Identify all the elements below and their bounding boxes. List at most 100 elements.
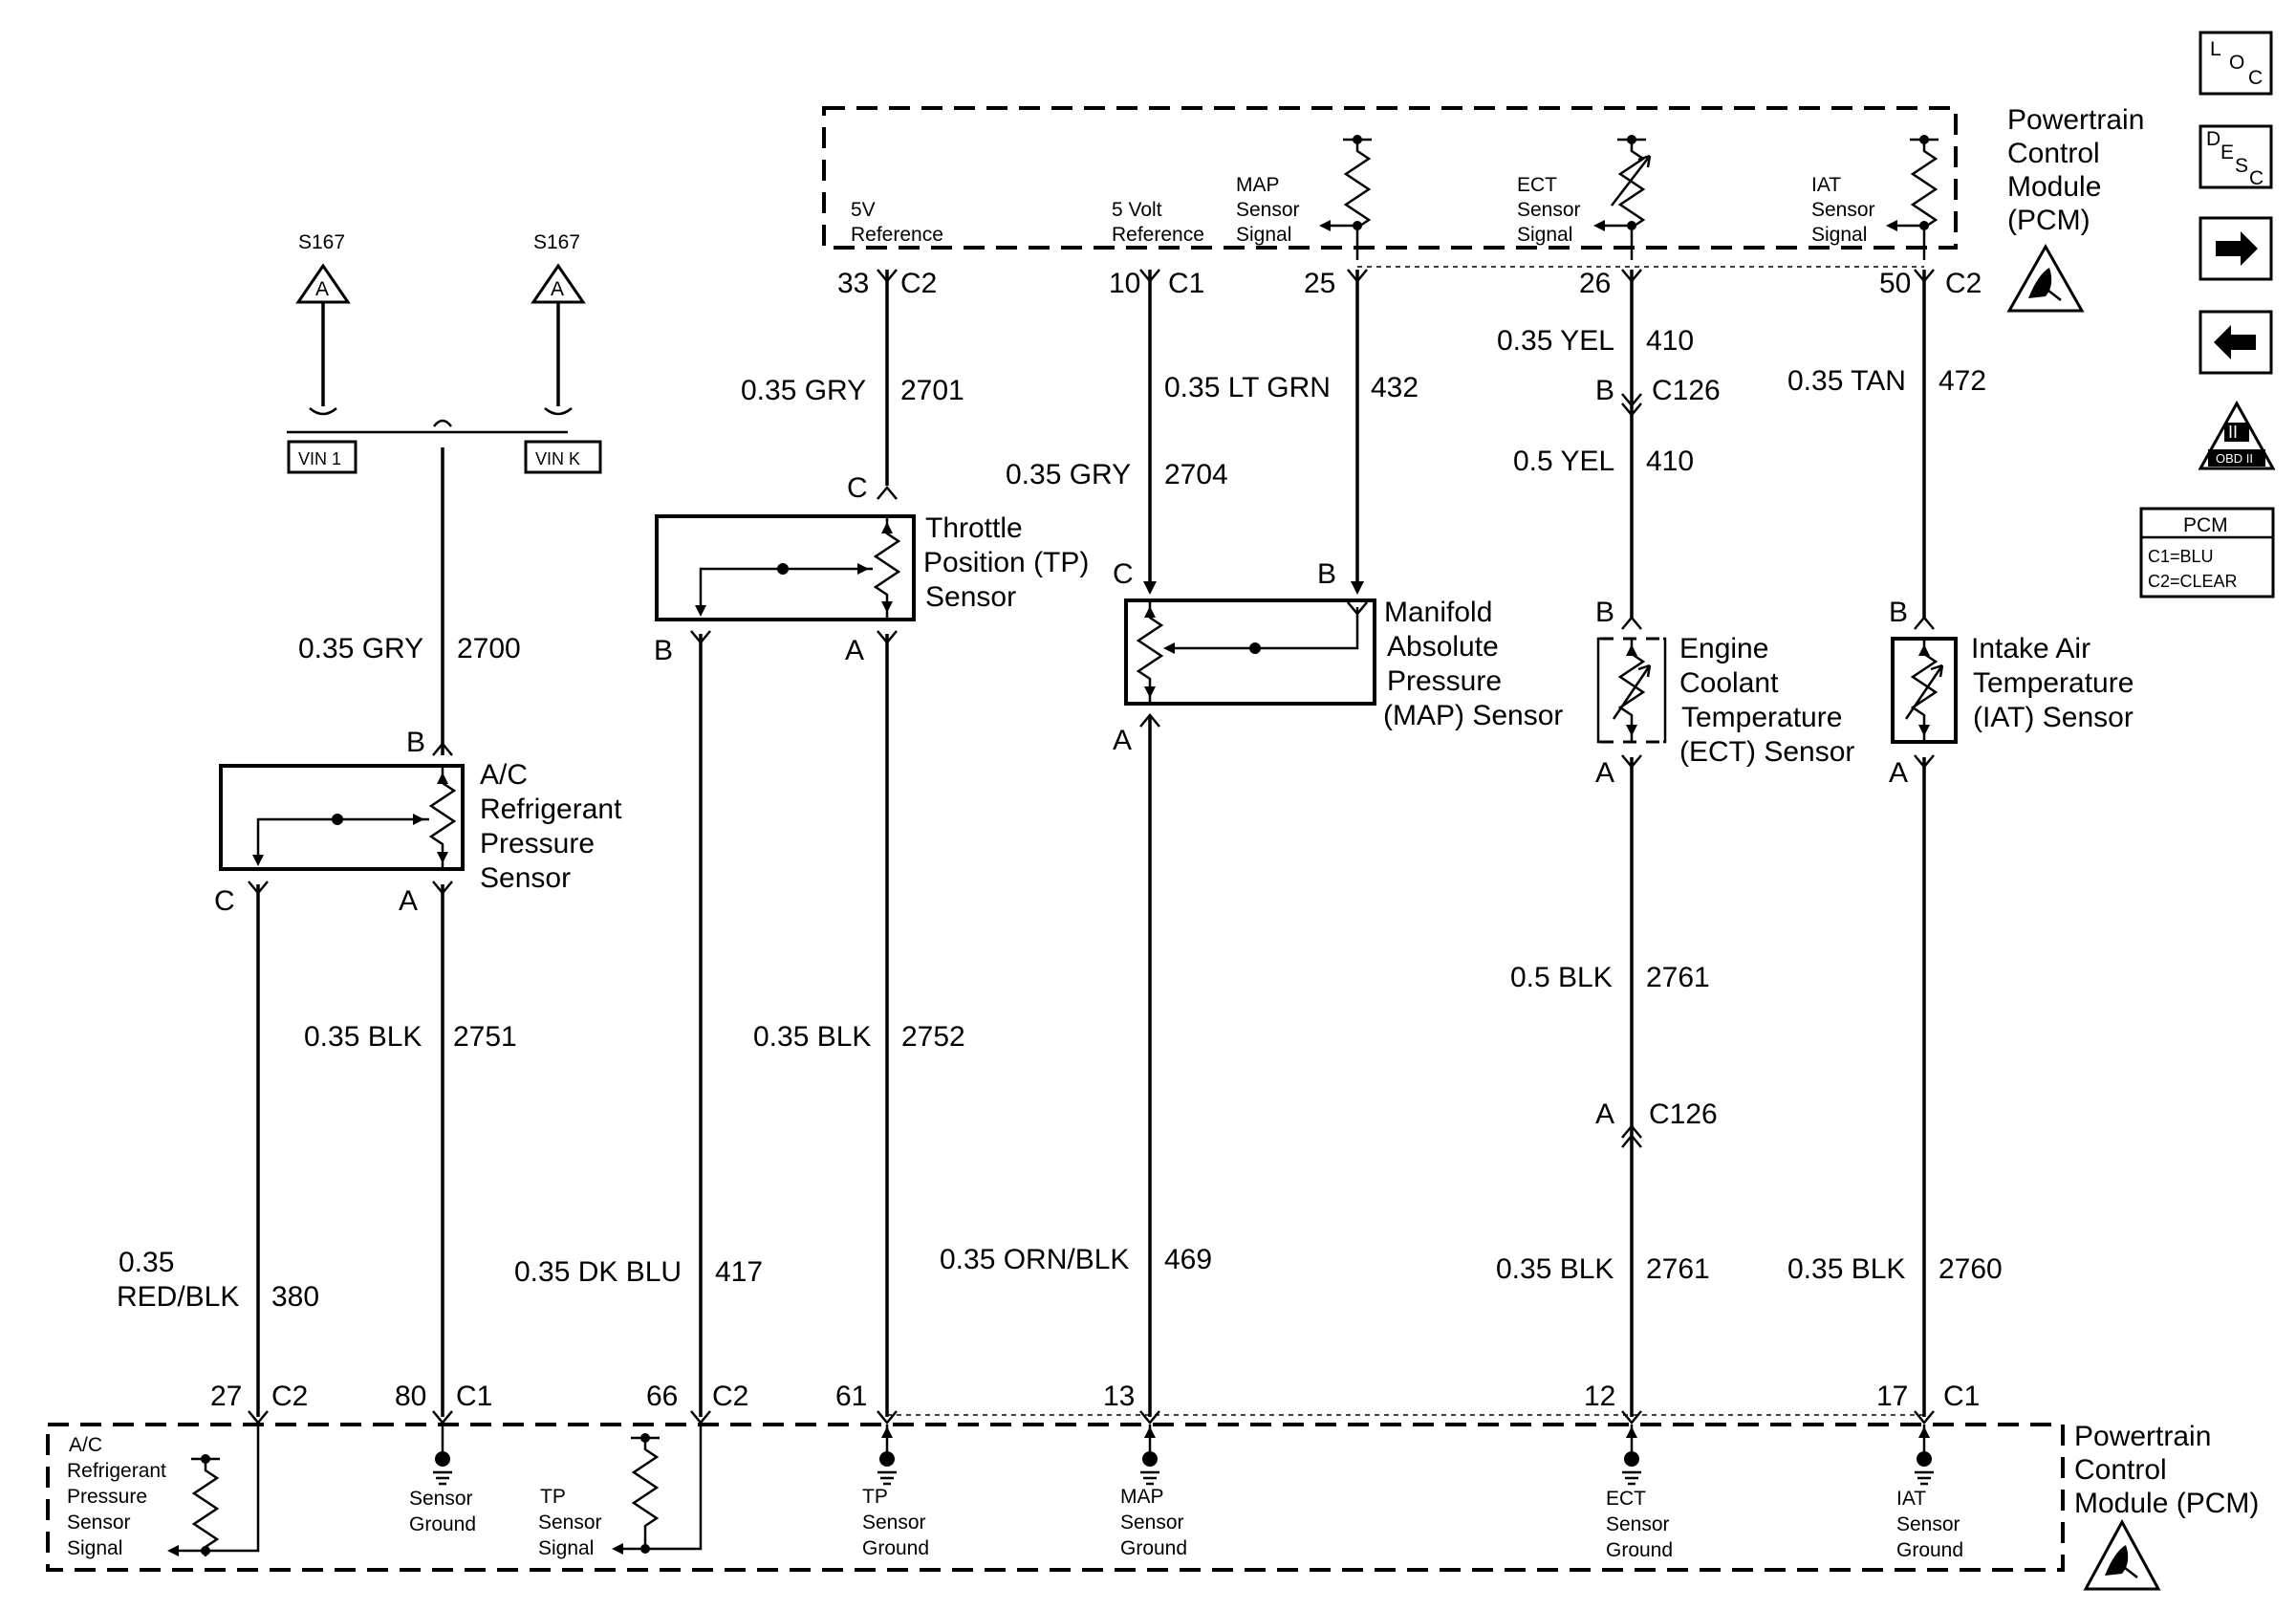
ac-sensor-name: A/C Refrigerant Pressure Sensor [480, 759, 630, 894]
wire-2761a-circuit: 2761 [1646, 962, 1710, 993]
wire-2704-circuit: 2704 [1164, 459, 1228, 490]
c126-bot-pin: A [1595, 1099, 1614, 1130]
description-icon[interactable]: D E S C [2199, 124, 2273, 189]
svg-text:L: L [2210, 38, 2221, 60]
iat-sensor [1891, 637, 1958, 744]
pcm-iat-pullup-resistor [1886, 135, 1939, 260]
pcm-top-pin-label-50: IAT Sensor Signal [1811, 174, 1880, 246]
pcm-bot-pin-label-66: TP Sensor Signal [538, 1486, 607, 1559]
wire-410a-circuit: 410 [1646, 325, 1694, 357]
wire-2751-gauge: 0.35 BLK [304, 1021, 422, 1053]
svg-text:C1=BLU: C1=BLU [2148, 547, 2214, 566]
wire-417-circuit: 417 [715, 1256, 763, 1288]
wire-2700-circuit: 2700 [457, 633, 521, 664]
wire-2760-circuit: 2760 [1939, 1253, 2003, 1285]
pcm-bottom-title: Powertrain Control Module (PCM) [2074, 1421, 2259, 1519]
vink-tag [524, 440, 602, 474]
tp-pin-a: A [845, 635, 864, 666]
esd-warning-icon [2006, 243, 2085, 313]
pcm-map-ground-13 [1140, 1425, 1159, 1486]
wire-432-circuit: 432 [1371, 372, 1419, 403]
esd-warning-icon [2083, 1518, 2161, 1591]
pcm-top-pin-label-25: MAP Sensor Signal [1236, 174, 1305, 246]
pcm-bot-pin-label-61: TP Sensor Ground [862, 1486, 931, 1559]
previous-page-arrow-icon[interactable] [2199, 310, 2273, 375]
splice-left-letter: A [315, 278, 329, 300]
c126-top-connector [1621, 393, 1642, 417]
pcm-bot-pin-label-13: MAP Sensor Ground [1120, 1486, 1189, 1559]
pcm-bot-pin-number-80: 80 [395, 1381, 426, 1412]
svg-text:D: D [2206, 128, 2220, 150]
wire-2761a-gauge: 0.5 BLK [1510, 962, 1613, 993]
splice-left-name: S167 [298, 231, 345, 253]
pcm-map-pullup-resistor [1319, 135, 1372, 260]
iat-pin-a: A [1889, 757, 1908, 789]
wire-2760-gauge: 0.35 BLK [1787, 1253, 1905, 1285]
legend: L O C D E S C II OBD II PC [2139, 31, 2276, 598]
pcm-bot-pin-conn-66: C2 [712, 1381, 748, 1412]
next-page-arrow-icon[interactable] [2199, 216, 2273, 281]
c126-top-name: C126 [1652, 375, 1721, 406]
throttle-position-sensor [655, 514, 916, 621]
svg-text:C: C [2249, 167, 2264, 189]
splice-right-letter: A [551, 278, 564, 300]
pcm-bot-pin-conn-27: C2 [271, 1381, 308, 1412]
pcm-bot-pin-label-80: Sensor Ground [409, 1488, 478, 1535]
map-pin-c: C [1113, 558, 1134, 590]
splice-bus-junction [433, 419, 452, 427]
wire-472-gauge: 0.35 TAN [1787, 365, 1906, 397]
pcm-ect-pullup-resistor [1593, 135, 1652, 260]
pcm-bot-pin-label-27: A/C Refrigerant Pressure Sensor Signal [67, 1434, 172, 1559]
svg-text:S: S [2235, 155, 2248, 177]
pcm-bot-pin-number-61: 61 [835, 1381, 867, 1412]
pcm-bot-pin-number-66: 66 [646, 1381, 678, 1412]
wire-2752-circuit: 2752 [901, 1021, 965, 1053]
iat-pin-b: B [1889, 597, 1908, 628]
svg-text:C2=CLEAR: C2=CLEAR [2148, 572, 2238, 591]
vin1-tag [287, 440, 357, 474]
wire-380-gauge: 0.35 RED/BLK [117, 1247, 239, 1313]
vink-tag-text: VIN K [535, 449, 580, 468]
location-icon[interactable]: L O C [2199, 31, 2273, 96]
pcm-connector-legend-box: PCM C1=BLU C2=CLEAR [2139, 507, 2275, 598]
wire-2752-gauge: 0.35 BLK [753, 1021, 871, 1053]
splice-s167-right: S167 A VIN K [524, 231, 602, 474]
pcm-top-pin-label-33: 5V Reference [851, 199, 943, 246]
pcm-top-pin-conn-10: C1 [1168, 268, 1204, 299]
pcm-bot-pin-conn-80: C1 [456, 1381, 492, 1412]
pcm-top-pin-number-26: 26 [1579, 268, 1611, 299]
wire-469-circuit: 469 [1164, 1244, 1212, 1275]
pcm-top-pin-number-10: 10 [1109, 268, 1140, 299]
pcm-top-pin-number-25: 25 [1304, 268, 1335, 299]
svg-text:O: O [2229, 52, 2244, 74]
pcm-bot-pin-number-27: 27 [210, 1381, 242, 1412]
wire-417-gauge: 0.35 DK BLU [514, 1256, 682, 1288]
ac-pin-a: A [399, 885, 418, 917]
wire-2701-gauge: 0.35 GRY [741, 375, 866, 406]
tp-pin-c: C [847, 472, 868, 504]
ect-sensor-name: Engine Coolant Temperature (ECT) Sensor [1679, 633, 1854, 768]
pcm-ac-signal-resistor [167, 1425, 260, 1556]
tp-pin-b: B [654, 635, 673, 666]
pcm-top-pin-conn-33: C2 [900, 268, 937, 299]
pcm-top-pin-conn-50: C2 [1945, 268, 1982, 299]
pcm-bottom-border [46, 1423, 2065, 1572]
wire-2701-circuit: 2701 [900, 375, 964, 406]
pcm-bot-pin-number-12: 12 [1584, 1381, 1615, 1412]
iat-sensor-name: Intake Air Temperature (IAT) Sensor [1971, 633, 2142, 733]
c126-top-pin: B [1595, 375, 1614, 406]
pcm-bot-pin-label-12: ECT Sensor Ground [1606, 1488, 1675, 1561]
wire-410b-circuit: 410 [1646, 446, 1694, 477]
ect-sensor [1596, 637, 1667, 744]
pcm-ect-ground-12 [1622, 1425, 1641, 1486]
pcm-top-pin-number-50: 50 [1879, 268, 1911, 299]
wire-2704-gauge: 0.35 GRY [1006, 459, 1131, 490]
obd-ii-icon: II OBD II [2198, 400, 2276, 470]
svg-text:C: C [2248, 67, 2263, 89]
map-pin-a: A [1113, 725, 1132, 756]
pcm-top-title: Powertrain Control Module (PCM) [2007, 104, 2153, 236]
ect-pin-b: B [1595, 597, 1614, 628]
splice-right-name: S167 [533, 231, 580, 253]
vin1-tag-text: VIN 1 [298, 449, 341, 468]
